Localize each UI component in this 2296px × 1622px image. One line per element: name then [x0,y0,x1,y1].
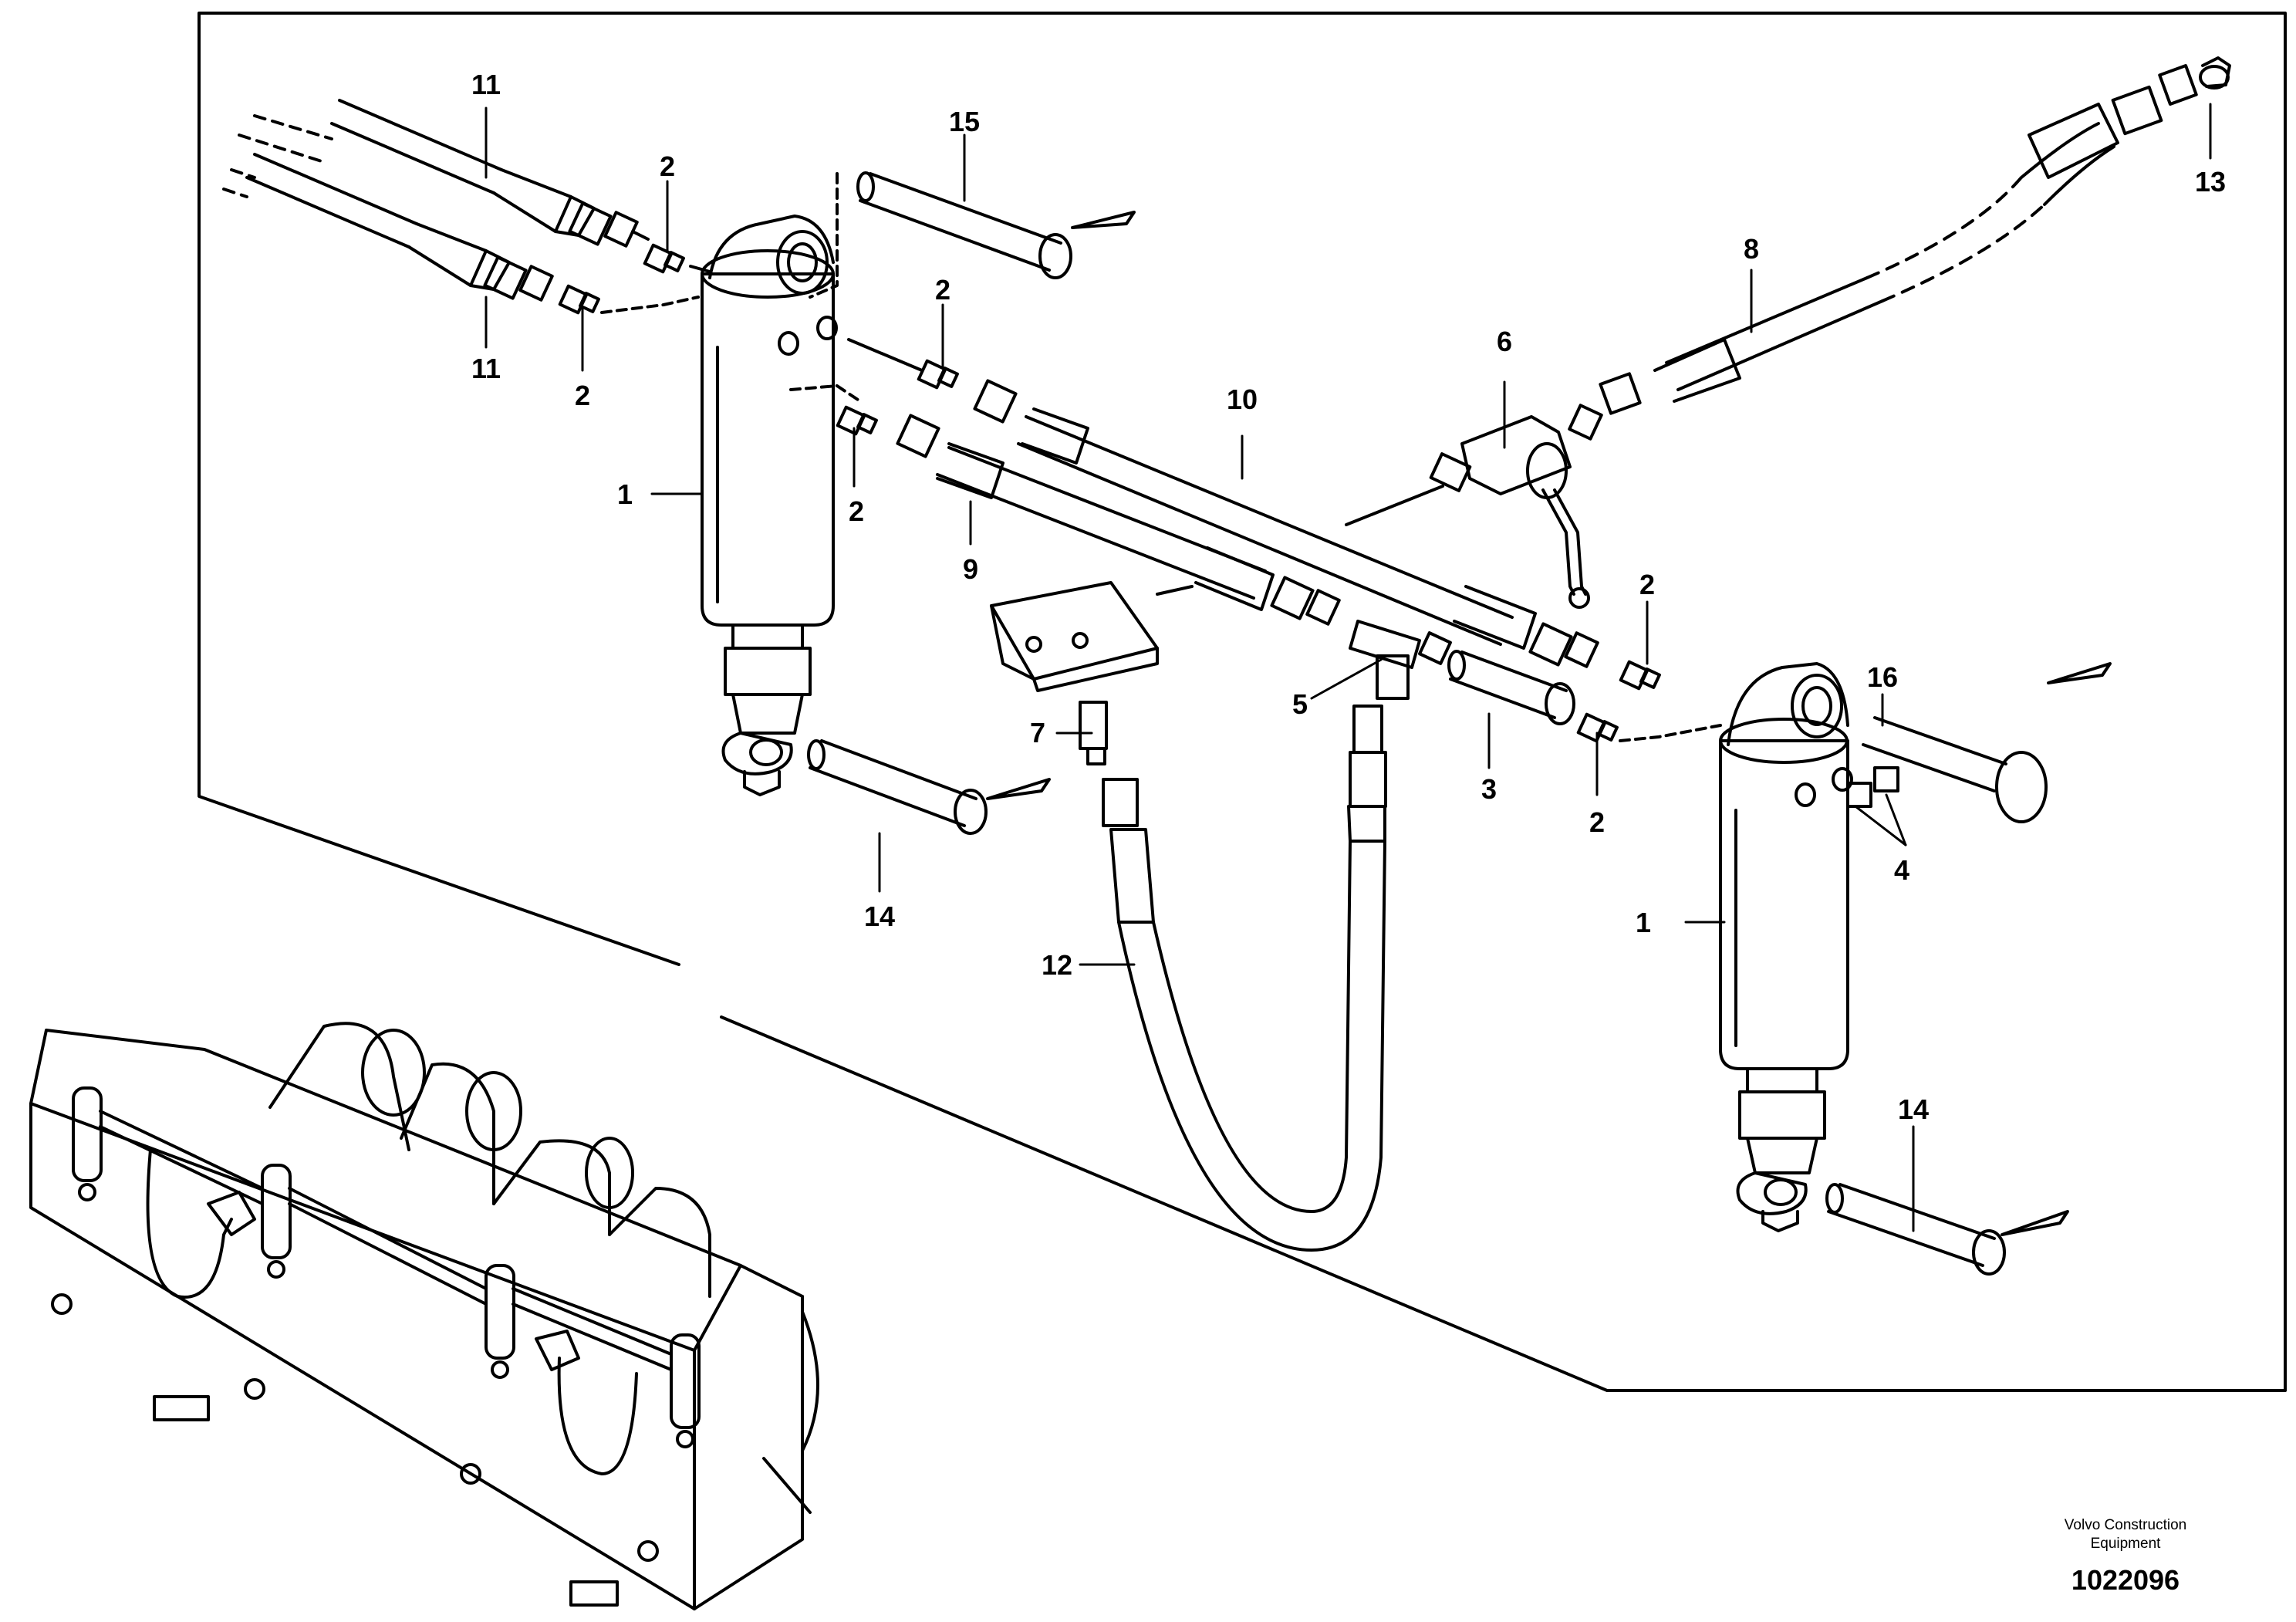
manufacturer-label: Volvo Construction Equipment [2006,1516,2245,1553]
fittings-2 [558,243,1661,743]
callout-1-right: 1 [1636,907,1651,938]
hose-8 [1599,56,2231,415]
manufacturer-line-1: Volvo Construction [2064,1517,2187,1533]
detail-frame [198,12,2287,1392]
callout-12: 12 [1042,949,1072,981]
callout-14-left: 14 [864,901,895,932]
hose-11-broken-ends [222,114,333,198]
callout-16: 16 [1867,661,1898,693]
callout-13: 13 [2195,166,2226,198]
hose-8-broken-section [1866,176,2046,302]
callout-11-lower: 11 [471,353,501,384]
block-7 [990,581,1194,765]
callout-8: 8 [1744,233,1759,265]
callout-2-lower-left: 2 [575,380,590,411]
callout-7: 7 [1030,717,1045,748]
callout-2-center-lower: 2 [849,495,864,527]
callout-2-right-lower: 2 [1589,806,1605,838]
connection-lines [600,172,1722,742]
hose-10 [973,379,1599,668]
bolts-4 [1846,766,1899,808]
callout-4: 4 [1894,854,1909,886]
callout-15: 15 [949,106,980,137]
pin-15 [856,171,1136,279]
drawing-number: 1022096 [2071,1564,2180,1596]
hose-9 [896,414,1341,626]
callout-9: 9 [963,553,978,585]
hose-11-upper [330,99,650,248]
callout-3: 3 [1481,773,1497,805]
cylinder-left [701,215,838,796]
callout-numbers: 11 11 2 2 2 2 2 2 15 13 8 6 10 1 9 1 7 5… [471,69,2226,1125]
callout-14-right: 14 [1898,1093,1929,1125]
pin-16 [1862,662,2112,823]
pin-14-left [807,739,1051,835]
manufacturer-line-2: Equipment [2090,1536,2161,1552]
hose-11-lower [245,153,554,302]
callout-10: 10 [1227,384,1258,415]
leader-lines [485,103,2212,1232]
callout-2-upper-left: 2 [660,150,675,182]
attachment-overview [29,1022,819,1610]
valve-6 [1345,404,1603,609]
pin-14-right [1825,1183,2069,1276]
pin-3 [1447,650,1575,725]
cylinder-right [1719,662,1853,1232]
tee-fitting-5 [1349,620,1452,700]
callout-11-upper: 11 [471,69,501,100]
hose-12 [1102,705,1387,1252]
callout-2-right-upper: 2 [1639,569,1655,600]
callout-6: 6 [1497,326,1512,357]
callout-1-left: 1 [617,478,633,510]
callout-2-center-upper: 2 [935,274,950,306]
callout-5: 5 [1292,688,1308,720]
